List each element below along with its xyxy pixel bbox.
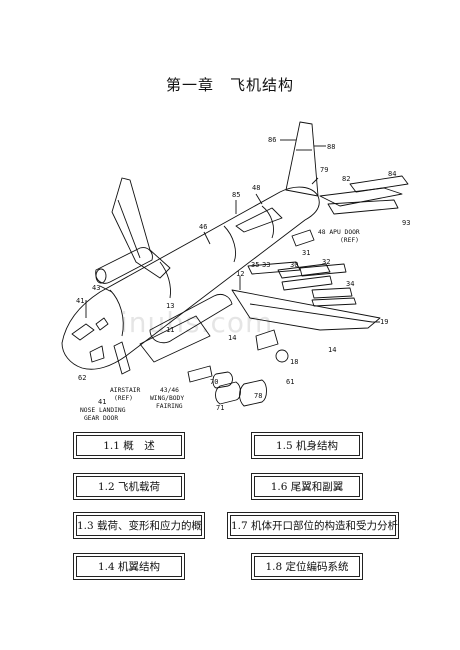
part-number: 12 bbox=[236, 270, 244, 278]
nose-gear-label: NOSE LANDING bbox=[80, 407, 126, 414]
airstair bbox=[113, 341, 131, 375]
part-labels: 86 88 79 82 84 93 85 48 46 31 30 32 33 3… bbox=[76, 136, 410, 422]
apu-door bbox=[291, 229, 315, 247]
part-number: 41 bbox=[76, 297, 84, 305]
fuselage-seam-4 bbox=[109, 289, 124, 337]
left-engine-inlet bbox=[95, 268, 107, 284]
part-number: 41 bbox=[98, 398, 106, 406]
part-number: 30 bbox=[290, 261, 298, 269]
toc-item[interactable]: 1.3 载荷、变形和应力的概 bbox=[73, 512, 205, 539]
watermark: inuhs.com bbox=[120, 306, 274, 339]
leader-46 bbox=[203, 231, 211, 245]
elevator-part-84 bbox=[349, 175, 409, 193]
part-number: 61 bbox=[286, 378, 294, 386]
part-number: 71 bbox=[216, 404, 224, 412]
fairing-label: 43/46 bbox=[160, 387, 179, 394]
part-number: 33 bbox=[262, 261, 270, 269]
part-number: 48 bbox=[252, 184, 260, 192]
cockpit-window-2 bbox=[95, 317, 109, 331]
part-number: 62 bbox=[78, 374, 86, 382]
part-number: 86 bbox=[268, 136, 276, 144]
toc-item[interactable]: 1.4 机翼结构 bbox=[73, 553, 185, 580]
fairing-lower bbox=[139, 315, 211, 363]
fuselage-seam-1 bbox=[159, 261, 171, 299]
part-number: 14 bbox=[328, 346, 336, 354]
airstair-ref: (REF) bbox=[114, 395, 133, 402]
nose-gear-label: GEAR DOOR bbox=[84, 415, 118, 422]
panel-30 bbox=[277, 263, 331, 279]
page-title: 第一章 飞机结构 bbox=[165, 76, 294, 94]
cockpit-window bbox=[71, 323, 95, 341]
part-70 bbox=[212, 371, 233, 389]
apu-door-label: 48 APU DOOR bbox=[318, 229, 360, 236]
airstair-label: AIRSTAIR bbox=[110, 387, 141, 394]
apu-door-ref: (REF) bbox=[340, 237, 359, 244]
toc-item[interactable]: 1.7 机体开口部位的构造和受力分析 bbox=[227, 512, 399, 539]
part-number: 13 bbox=[166, 302, 174, 310]
right-wing-spar bbox=[249, 303, 373, 323]
part-number: 14 bbox=[228, 334, 236, 342]
elevator-part-93 bbox=[327, 199, 399, 215]
aircraft-exploded-diagram: 86 88 79 82 84 93 85 48 46 31 30 32 33 3… bbox=[61, 121, 410, 422]
part-number: 43 bbox=[92, 284, 100, 292]
panel-33 bbox=[311, 287, 353, 299]
part-number: 70 bbox=[210, 378, 218, 386]
panel-32 bbox=[299, 263, 347, 277]
part-61 bbox=[275, 349, 289, 363]
wing-body-fairing bbox=[149, 293, 233, 344]
part-71 bbox=[215, 381, 241, 405]
part-number: 84 bbox=[388, 170, 396, 178]
toc-item[interactable]: 1.6 尾翼和副翼 bbox=[251, 473, 363, 500]
fuselage-seam-2 bbox=[223, 225, 236, 263]
fairing-label: WING/BODY bbox=[150, 395, 184, 402]
left-engine bbox=[95, 247, 153, 284]
panel-34 bbox=[311, 297, 357, 307]
part-number: 93 bbox=[402, 219, 410, 227]
part-number: 79 bbox=[320, 166, 328, 174]
part-number: 82 bbox=[342, 175, 350, 183]
vertical-stabilizer bbox=[285, 121, 319, 197]
part-number: 32 bbox=[322, 258, 330, 266]
left-horizontal-stabilizer bbox=[235, 207, 283, 233]
part-number: 88 bbox=[327, 143, 335, 151]
nose-gear-door bbox=[89, 345, 105, 363]
part-18 bbox=[255, 329, 279, 351]
fairing-label: FAIRING bbox=[156, 403, 183, 410]
part-number: 46 bbox=[199, 223, 207, 231]
part-number: 35 bbox=[251, 261, 259, 269]
part-number: 78 bbox=[254, 392, 262, 400]
right-wing bbox=[231, 289, 381, 331]
left-wing-spar bbox=[117, 199, 141, 259]
toc-item[interactable]: 1.5 机身结构 bbox=[251, 432, 363, 459]
left-wing bbox=[111, 177, 171, 279]
leader-43 bbox=[99, 285, 113, 293]
toc-item[interactable]: 1.8 定位编码系统 bbox=[251, 553, 363, 580]
part-14 bbox=[187, 365, 213, 383]
part-number: 85 bbox=[232, 191, 240, 199]
panel-31 bbox=[281, 275, 333, 291]
part-number: 11 bbox=[166, 326, 174, 334]
part-number: 34 bbox=[346, 280, 354, 288]
panel-35 bbox=[247, 261, 301, 275]
part-78 bbox=[239, 379, 267, 407]
toc-item[interactable]: 1.1 概 述 bbox=[73, 432, 185, 459]
part-number: 18 bbox=[290, 358, 298, 366]
fuselage bbox=[61, 186, 320, 370]
part-number: 31 bbox=[302, 249, 310, 257]
part-number: 19 bbox=[380, 318, 388, 326]
toc-item[interactable]: 1.2 飞机载荷 bbox=[73, 473, 185, 500]
leader-48 bbox=[255, 193, 263, 205]
leader-79 bbox=[311, 177, 319, 185]
